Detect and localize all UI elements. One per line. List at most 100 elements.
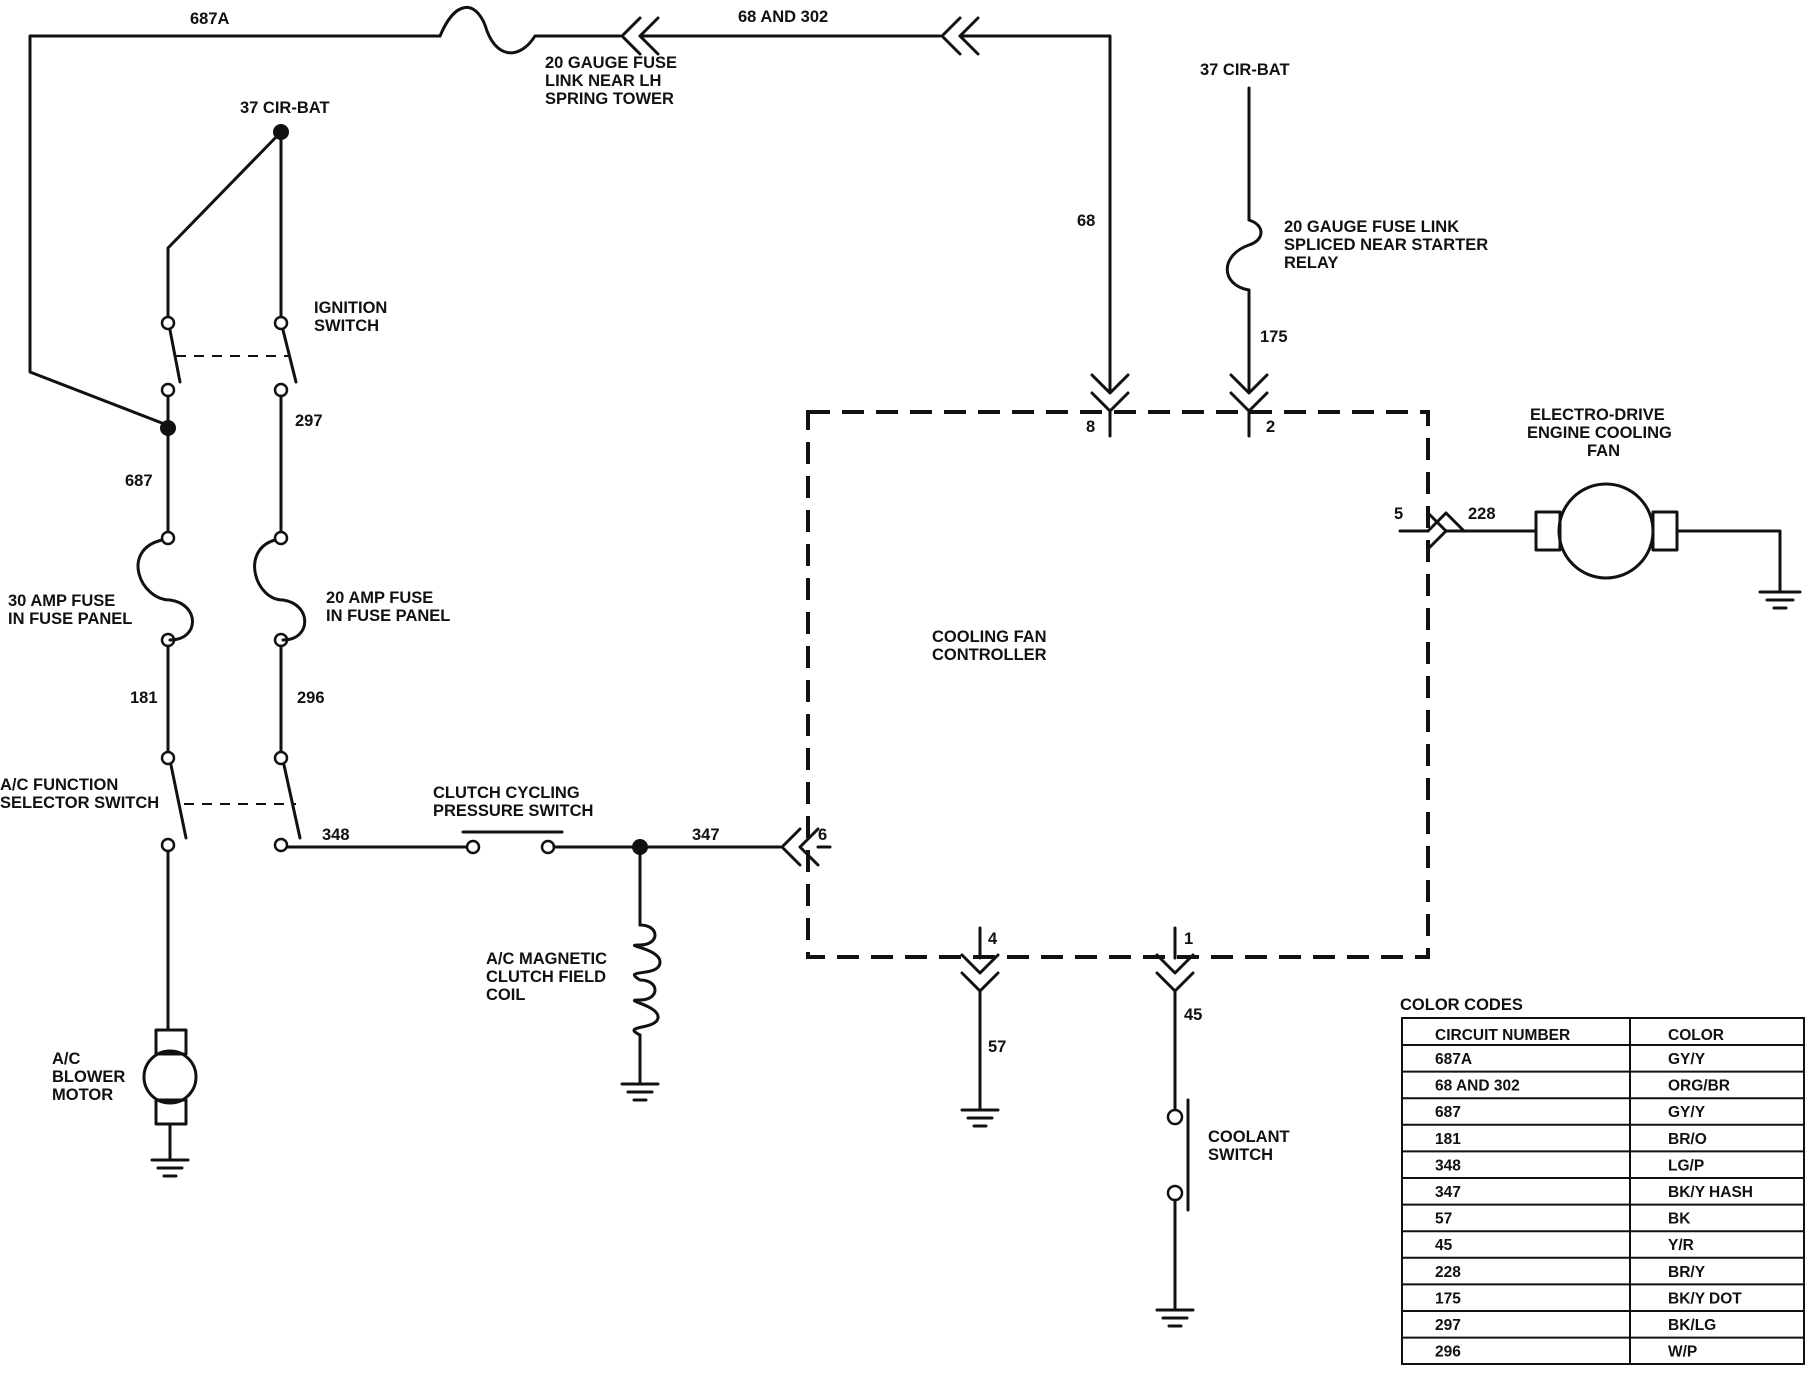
ac-selector-label: A/C FUNCTION SELECTOR SWITCH xyxy=(0,776,159,812)
battery-feed-right xyxy=(1225,86,1269,438)
wire-label-297: 297 xyxy=(295,412,323,430)
clutch-cycling-label: CLUTCH CYCLING PRESSURE SWITCH xyxy=(433,784,593,820)
mag-clutch-line-3: COIL xyxy=(486,986,525,1004)
fuse-20-line-2: IN FUSE PANEL xyxy=(326,607,450,625)
wire-label-296: 296 xyxy=(297,689,325,707)
electro-drive-cooling-fan xyxy=(1534,482,1802,610)
blower-motor-icon xyxy=(142,1049,198,1105)
fan-line-1: ELECTRO-DRIVE xyxy=(1530,406,1665,424)
color-table-circuit-cell: 45 xyxy=(1435,1237,1453,1254)
color-table-circuit-cell: 181 xyxy=(1435,1131,1461,1148)
color-table-title: COLOR CODES xyxy=(1400,996,1523,1014)
mag-clutch-line-2: CLUTCH FIELD xyxy=(486,968,606,986)
fan-line-3: FAN xyxy=(1587,442,1620,460)
wire-label-348: 348 xyxy=(322,826,350,844)
pin-label-5: 5 xyxy=(1394,505,1403,523)
connector-pin-8 xyxy=(1090,373,1130,438)
coolant-switch-line-1: COOLANT xyxy=(1208,1128,1290,1146)
fuse-30-amp xyxy=(136,530,194,754)
fuse-link-right-line-3: RELAY xyxy=(1284,254,1338,272)
controller-line-1: COOLING FAN xyxy=(932,628,1047,646)
clutch-cycling-line-2: PRESSURE SWITCH xyxy=(433,802,593,820)
color-table-color-cell: W/P xyxy=(1668,1344,1697,1361)
color-table-color-cell: BR/Y xyxy=(1668,1264,1706,1281)
color-table-color-cell: BK/Y HASH xyxy=(1668,1184,1753,1201)
clutch-cycling-line-1: CLUTCH CYCLING xyxy=(433,784,580,802)
color-table-color-cell: BR/O xyxy=(1668,1131,1707,1148)
blower-motor-line-2: BLOWER xyxy=(52,1068,125,1086)
ac-selector-line-1: A/C FUNCTION xyxy=(0,776,118,794)
fuse-link-top-line-3: SPRING TOWER xyxy=(545,90,674,108)
blower-motor-label: A/C BLOWER MOTOR xyxy=(52,1050,125,1104)
fuse-link-top-label: 20 GAUGE FUSE LINK NEAR LH SPRING TOWER xyxy=(545,54,677,108)
pin-label-1: 1 xyxy=(1184,930,1193,948)
connector-top-left xyxy=(620,16,660,56)
mag-clutch-label: A/C MAGNETIC CLUTCH FIELD COIL xyxy=(486,950,607,1004)
ignition-switch-line-1: IGNITION xyxy=(314,299,387,317)
pin-label-8: 8 xyxy=(1086,418,1095,436)
color-table-color-cell: ORG/BR xyxy=(1668,1078,1730,1095)
fuse-link-top-line-1: 20 GAUGE FUSE xyxy=(545,54,677,72)
cir-bat-left-label: 37 CIR-BAT xyxy=(240,99,330,117)
color-table-circuit-cell: 687A xyxy=(1435,1051,1472,1068)
color-table-circuit-cell: 57 xyxy=(1435,1211,1452,1228)
ignition-switch-label: IGNITION SWITCH xyxy=(314,299,387,335)
color-table-circuit-cell: 687 xyxy=(1435,1104,1461,1121)
coolant-switch-line-2: SWITCH xyxy=(1208,1146,1273,1164)
wire-label-45: 45 xyxy=(1184,1006,1202,1024)
coolant-switch-label: COOLANT SWITCH xyxy=(1208,1128,1290,1164)
cooling-fan-controller-box xyxy=(806,410,1430,959)
connector-top-right xyxy=(940,16,980,56)
color-table-color-cell: GY/Y xyxy=(1668,1104,1706,1121)
wire-label-57: 57 xyxy=(988,1038,1006,1056)
fuse-link-right-line-2: SPLICED NEAR STARTER xyxy=(1284,236,1488,254)
battery-feed-left xyxy=(166,124,289,320)
fuse-20-amp-label: 20 AMP FUSE IN FUSE PANEL xyxy=(326,589,450,625)
wire-label-687A: 687A xyxy=(190,10,230,28)
color-table-rows: 687A GY/Y 68 AND 302 ORG/BR 687 GY/Y 181 BR/O 34… xyxy=(1402,1044,1804,1361)
wire-label-181: 181 xyxy=(130,689,158,707)
blower-motor-line-1: A/C xyxy=(52,1050,81,1068)
color-table-circuit-cell: 347 xyxy=(1435,1184,1461,1201)
color-table-header-color: COLOR xyxy=(1668,1027,1724,1044)
color-table-circuit-cell: 228 xyxy=(1435,1264,1461,1281)
clutch-cycling-pressure-switch xyxy=(461,830,564,855)
coolant-switch xyxy=(1155,1098,1195,1328)
color-table-color-cell: GY/Y xyxy=(1668,1051,1706,1068)
ignition-switch xyxy=(160,315,298,537)
color-table-circuit-cell: 297 xyxy=(1435,1317,1461,1334)
connector-pin-1 xyxy=(1155,926,1195,1112)
wire-label-175: 175 xyxy=(1260,328,1288,346)
fan-line-2: ENGINE COOLING xyxy=(1527,424,1672,442)
wire-label-68: 68 xyxy=(1077,212,1095,230)
color-table-color-cell: BK/LG xyxy=(1668,1317,1716,1334)
color-table-border xyxy=(1401,1017,1805,1365)
controller-line-2: CONTROLLER xyxy=(932,646,1047,664)
color-table-color-cell: LG/P xyxy=(1668,1157,1704,1174)
pin-label-6: 6 xyxy=(818,826,827,844)
fuse-link-right-label: 20 GAUGE FUSE LINK SPLICED NEAR STARTER … xyxy=(1284,218,1488,272)
color-table-circuit-cell: 68 AND 302 xyxy=(1435,1078,1520,1095)
ac-selector-line-2: SELECTOR SWITCH xyxy=(0,794,159,812)
cooling-fan-motor-icon xyxy=(1557,482,1655,580)
ac-blower-motor xyxy=(142,849,198,1178)
top-feed-circuit xyxy=(28,6,1112,427)
fuse-30-amp-label: 30 AMP FUSE IN FUSE PANEL xyxy=(8,592,132,628)
mag-clutch-line-1: A/C MAGNETIC xyxy=(486,950,607,968)
color-table-circuit-cell: 296 xyxy=(1435,1344,1461,1361)
ignition-switch-line-2: SWITCH xyxy=(314,317,379,335)
fan-label: ELECTRO-DRIVE ENGINE COOLING FAN xyxy=(1527,406,1672,460)
wire-label-687: 687 xyxy=(125,472,153,490)
fuse-link-right-line-1: 20 GAUGE FUSE LINK xyxy=(1284,218,1459,236)
fuse-link-top-symbol xyxy=(438,6,622,55)
pin-label-4: 4 xyxy=(988,930,998,948)
cir-bat-right-label: 37 CIR-BAT xyxy=(1200,61,1290,79)
fuse-30-line-2: IN FUSE PANEL xyxy=(8,610,132,628)
pin-label-2: 2 xyxy=(1266,418,1275,436)
color-table-circuit-cell: 348 xyxy=(1435,1157,1461,1174)
fuse-20-amp xyxy=(253,530,307,754)
wire-68-and-302 xyxy=(638,34,1112,392)
color-table-circuit-cell: 175 xyxy=(1435,1290,1461,1307)
